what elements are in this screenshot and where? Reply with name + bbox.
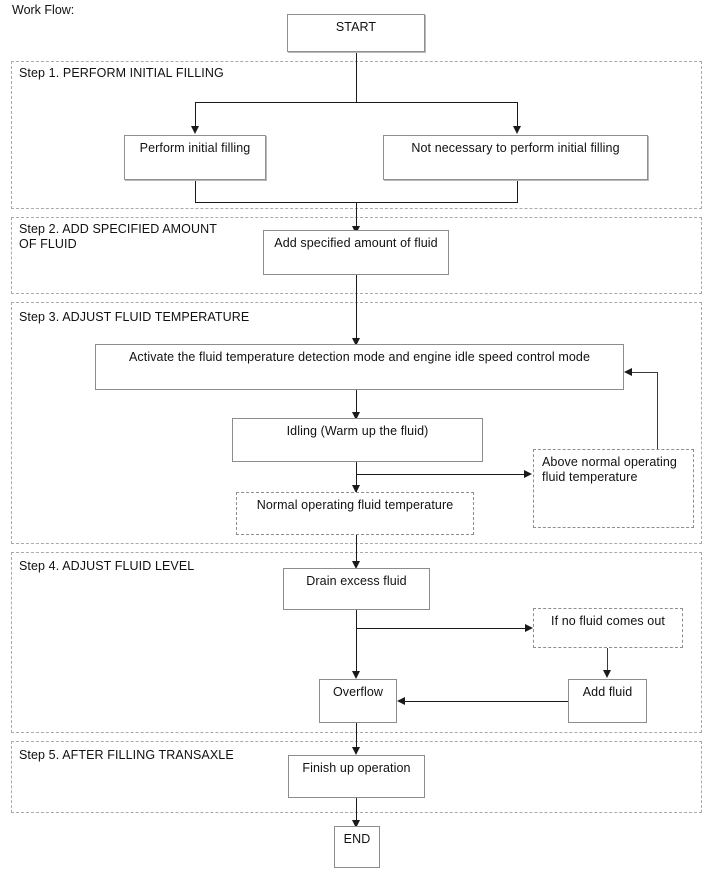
- connector-if-no-fluid-to-add-fluid: [607, 648, 608, 672]
- node-start[interactable]: START: [287, 14, 425, 52]
- connector-drain-to-if-no-fluid: [356, 628, 526, 629]
- connector-drain-down: [356, 610, 357, 676]
- connector-step1-left-down: [195, 102, 196, 127]
- connector-step2-to-step3: [356, 275, 357, 342]
- connector-feedback-to-activate: [630, 372, 658, 373]
- arrowhead-end: [352, 820, 360, 828]
- node-normal-operating-temp[interactable]: Normal operating fluid temperature: [236, 492, 474, 535]
- section-step-3-label: Step 3. ADJUST FLUID TEMPERATURE: [19, 310, 250, 324]
- connector-finish-to-end: [356, 798, 357, 826]
- connector-overflow-to-finish: [356, 723, 357, 751]
- connector-step1-split: [195, 102, 518, 103]
- connector-step1-to-step2: [356, 202, 357, 228]
- arrowhead-normal-operating: [352, 485, 360, 493]
- connector-idling-to-above-normal: [356, 474, 526, 475]
- arrowhead-activate-mode: [352, 338, 360, 346]
- node-not-necessary-initial-filling[interactable]: Not necessary to perform initial filling: [383, 135, 648, 180]
- node-activate-fluid-temp-mode[interactable]: Activate the fluid temperature detection…: [95, 344, 624, 390]
- section-step-2-label: Step 2. ADD SPECIFIED AMOUNT OF FLUID: [19, 222, 217, 251]
- arrowhead-idling: [352, 412, 360, 420]
- arrowhead-feedback-activate: [624, 368, 632, 376]
- node-drain-excess-fluid[interactable]: Drain excess fluid: [283, 568, 430, 610]
- node-add-fluid[interactable]: Add fluid: [568, 679, 647, 723]
- node-add-specified-amount[interactable]: Add specified amount of fluid: [263, 230, 449, 275]
- arrowhead-overflow-from-add-fluid: [397, 697, 405, 705]
- node-end[interactable]: END: [334, 826, 380, 868]
- arrowhead-if-no-fluid: [525, 624, 533, 632]
- arrowhead-above-normal: [524, 470, 532, 478]
- node-idling-warm-up[interactable]: Idling (Warm up the fluid): [232, 418, 483, 462]
- node-if-no-fluid-comes-out[interactable]: If no fluid comes out: [533, 608, 683, 648]
- node-finish-up-operation[interactable]: Finish up operation: [288, 755, 425, 798]
- node-overflow[interactable]: Overflow: [319, 679, 397, 723]
- connector-perform-down: [195, 180, 196, 202]
- page-title: Work Flow:: [12, 3, 75, 17]
- arrowhead-add-fluid: [603, 670, 611, 678]
- arrowhead-perform-initial-filling: [191, 126, 199, 134]
- arrowhead-finish-up: [352, 747, 360, 755]
- connector-step1-right-down: [517, 102, 518, 127]
- connector-activate-to-idling: [356, 390, 357, 416]
- arrowhead-overflow: [352, 671, 360, 679]
- connector-normal-to-drain: [356, 535, 357, 567]
- connector-not-necessary-down: [517, 180, 518, 202]
- connector-idling-down: [356, 462, 357, 492]
- node-above-normal-operating-temp[interactable]: Above normal operating fluid temperature: [533, 449, 694, 528]
- section-step-5-label: Step 5. AFTER FILLING TRANSAXLE: [19, 748, 234, 762]
- connector-add-fluid-to-overflow: [404, 701, 608, 702]
- arrowhead-drain-excess: [352, 561, 360, 569]
- connector-start-down: [356, 52, 357, 102]
- section-step-1-label: Step 1. PERFORM INITIAL FILLING: [19, 66, 224, 80]
- node-perform-initial-filling[interactable]: Perform initial filling: [124, 135, 266, 180]
- section-step-4-label: Step 4. ADJUST FLUID LEVEL: [19, 559, 195, 573]
- connector-above-normal-up: [657, 372, 658, 450]
- arrowhead-not-necessary: [513, 126, 521, 134]
